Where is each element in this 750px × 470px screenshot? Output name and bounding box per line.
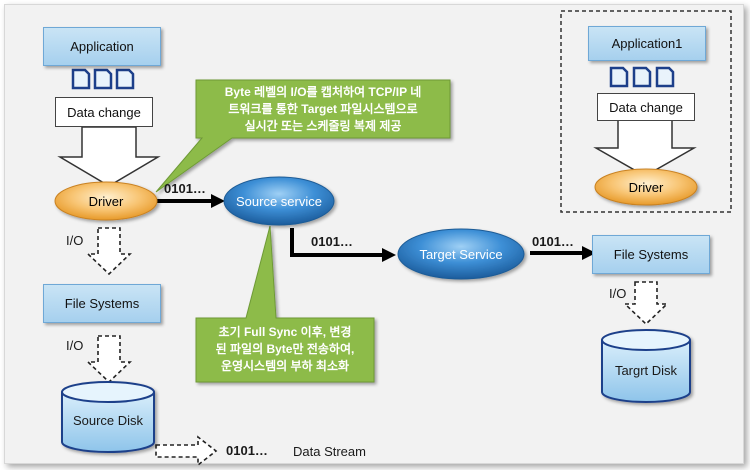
document-icons-inset [609,66,675,88]
driver-oval-left [54,181,158,221]
application-label: Application [70,39,134,54]
callout-top-line-2: 트워크를 통한 Target 파일시스템으로 [228,102,418,116]
data-stream-bits-1: 0101… [164,181,206,196]
data-flow-arrows [157,199,584,257]
callout-bottom-line-1: 초기 Full Sync 이후, 변경 [218,325,352,339]
target-service-label: Target Service [419,246,503,262]
callout-top-line-1: Byte 레벨의 I/O를 캡처하여 TCP/IP 네 [224,85,422,99]
source-disk-label: Source Disk [72,413,144,428]
legend-bits: 0101… [226,443,268,458]
target-disk-label: Targrt Disk [614,363,678,378]
source-service-node: Source service [224,189,334,213]
inset-dashed-frame [560,10,732,213]
source-disk-cylinder [61,381,155,453]
driver-node-left: Driver [55,190,157,212]
callout-bottom-line-3: 운영시스템의 부하 최소화 [220,359,350,373]
data-change-arrow-inset [593,119,697,177]
callout-bottom-shape [195,225,375,383]
callout-bottom-text: 초기 Full Sync 이후, 변경 된 파일의 Byte만 전송하여, 운영… [197,324,373,375]
data-change-arrow-left [57,126,161,187]
driver-oval-inset [594,168,698,206]
application1-label: Application1 [611,36,683,51]
application1-box: Application1 [588,26,706,61]
target-service-node: Target Service [398,242,524,266]
data-stream-bits-2: 0101… [311,234,353,249]
driver-label-inset: Driver [628,179,664,195]
data-change-box-left: Data change [55,97,153,127]
data-change-label-inset: Data change [609,99,683,115]
file-systems-box-right: File Systems [592,235,710,274]
target-service-oval [397,228,525,280]
file-systems-label-left: File Systems [64,296,140,311]
legend-label: Data Stream [293,444,366,459]
file-systems-label-right: File Systems [613,247,689,262]
driver-label: Driver [88,193,124,209]
source-service-oval [223,176,335,226]
source-service-label: Source service [236,193,322,209]
callout-top-shape [155,79,451,193]
application-box: Application [43,27,161,66]
data-change-label: Data change [67,104,141,120]
data-stream-bits-3: 0101… [532,234,574,249]
target-disk-cylinder [601,329,691,403]
io-dashed-arrows [86,227,669,467]
callout-top-text: Byte 레벨의 I/O를 캡처하여 TCP/IP 네 트워크를 통한 Targ… [198,84,448,135]
data-change-box-inset: Data change [597,93,695,121]
document-icons-left [71,68,135,90]
callout-top-line-3: 실시간 또는 스케줄링 복제 제공 [244,119,402,133]
file-systems-box-left: File Systems [43,284,161,323]
driver-node-inset: Driver [595,176,697,198]
io-label-1: I/O [66,233,84,248]
arrow-heads [211,194,596,262]
io-label-right: I/O [609,286,627,301]
io-label-2: I/O [66,338,84,353]
callout-bottom-line-2: 된 파일의 Byte만 전송하여, [215,342,355,356]
